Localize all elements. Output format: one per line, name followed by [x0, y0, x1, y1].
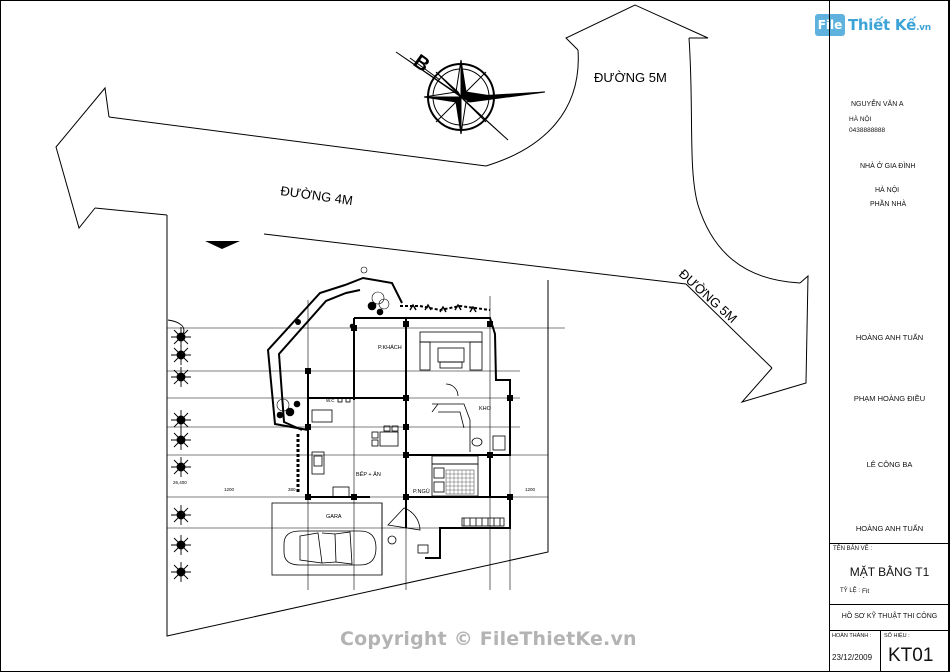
wc-fixtures — [387, 435, 506, 554]
road-label-main: ĐƯỜNG 4M — [280, 183, 354, 208]
svg-text:26,400: 26,400 — [173, 480, 187, 485]
project-part: PHẦN NHÀ — [870, 201, 907, 208]
road-4m — [55, 86, 687, 285]
brand-logo: File Thiết Kế.vn — [815, 14, 935, 40]
sofa-set — [419, 331, 483, 371]
road-5m-right — [685, 274, 809, 403]
road-5m-top — [485, 4, 801, 284]
completion-label: HOÀN THÀNH : — [832, 633, 872, 639]
logo-brand-text: Thiết Kế — [848, 16, 917, 34]
client-city: HÀ NỘI — [849, 116, 872, 123]
shrubs — [276, 266, 491, 492]
sheet-number: KT01 — [888, 645, 934, 666]
kitchen-counter — [311, 397, 351, 498]
sheet-label: SỐ HIỆU : — [884, 633, 910, 639]
svg-text:1200: 1200 — [224, 487, 235, 492]
svg-text:1200: 1200 — [525, 487, 536, 492]
client-name: NGUYỄN VĂN A — [851, 101, 904, 108]
svg-text:380: 380 — [288, 487, 296, 492]
door-swings — [387, 383, 459, 531]
logo-domain: .vn — [916, 23, 931, 33]
road-label-top-right: ĐƯỜNG 5M — [594, 70, 667, 85]
house-walls-thin — [271, 403, 471, 576]
title-block-divider — [830, 604, 949, 605]
person-2: PHẠM HOÀNG ĐIỀU — [853, 394, 926, 403]
person-3: LÊ CÔNG BA — [866, 460, 913, 469]
project-city: HÀ NỘI — [875, 187, 900, 194]
dossier-title: HỒ SƠ KỸ THUẬT THI CÔNG — [841, 613, 938, 620]
dining-table — [371, 425, 399, 447]
person-1: HOÀNG ANH TUẤN — [855, 333, 924, 342]
room-garage: GARA — [326, 514, 342, 520]
client-phone: 0438888888 — [849, 127, 886, 134]
car — [283, 530, 377, 566]
room-kitchen: BẾP + ĂN — [356, 471, 381, 478]
title-block-divider — [830, 543, 949, 544]
bed — [431, 455, 479, 497]
room-labels: P.KHÁCH BẾP + ĂN P.NGỦ KHO GARA W.C — [326, 344, 492, 520]
room-storage: KHO — [479, 406, 492, 412]
drawing-title-label: TÊN BẢN VẼ : — [833, 546, 873, 552]
house-walls — [266, 276, 511, 559]
room-wc: W.C — [326, 398, 335, 403]
title-block: NGUYỄN VĂN A HÀ NỘI 0438888888 NHÀ Ở GIA… — [829, 0, 949, 671]
scale-label: TỶ LỆ : — [840, 588, 861, 594]
columns — [295, 319, 513, 500]
logo-brand: Thiết Kế.vn — [848, 16, 931, 34]
plot-boundary — [166, 215, 549, 637]
completion-date: 23/12/2009 — [832, 653, 873, 662]
section-marker — [205, 241, 240, 249]
road-label-right: ĐƯỜNG 5M — [676, 266, 740, 326]
drawing-title: MẶT BẰNG T1 — [849, 565, 930, 579]
compass-rose — [395, 51, 546, 141]
project-type: NHÀ Ở GIA ĐÌNH — [860, 163, 916, 170]
title-block-vdivider — [880, 630, 881, 671]
room-bedroom: P.NGỦ — [413, 488, 430, 495]
trees-left-boundary — [167, 319, 191, 582]
copyright-watermark: Copyright © FileThietKe.vn — [340, 628, 637, 650]
logo-icon: File — [815, 14, 845, 36]
room-living: P.KHÁCH — [378, 344, 402, 351]
title-block-divider — [830, 630, 949, 631]
scale-value: Fit — [862, 588, 870, 595]
dimension-labels: 26,400 1200 380 1200 — [173, 480, 536, 492]
person-4: HOÀNG ANH TUẤN — [855, 524, 924, 533]
